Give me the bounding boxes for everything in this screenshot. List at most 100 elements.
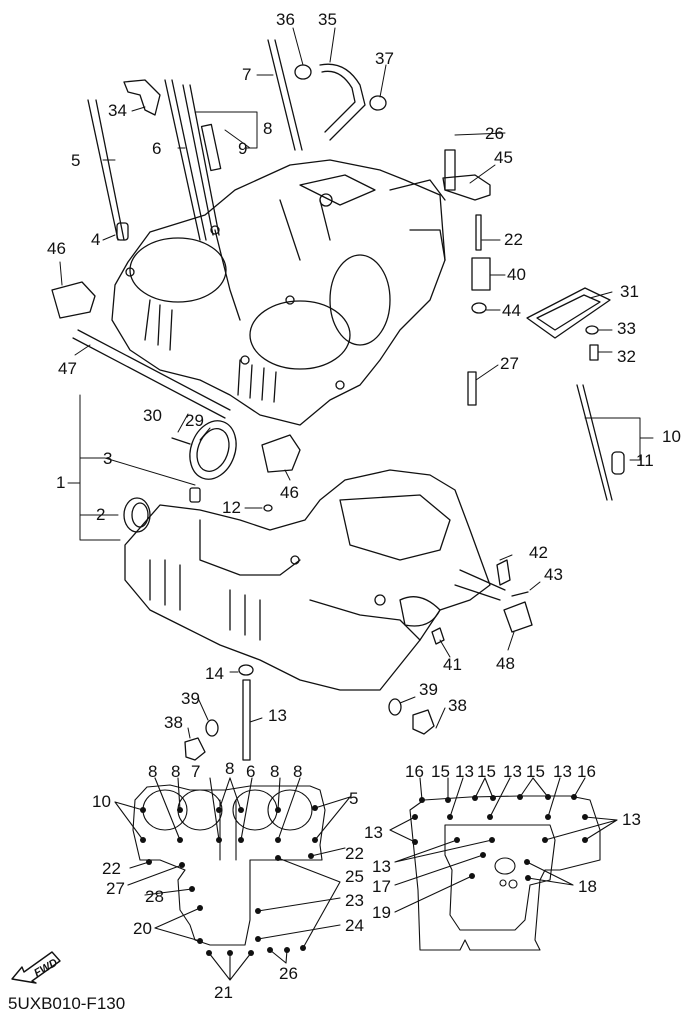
bracket-34 — [123, 79, 161, 116]
callout-41: 41 — [443, 655, 462, 674]
bolt-callout-16: 16 — [577, 762, 596, 781]
dowel-9 — [200, 123, 222, 172]
bolt-27 — [467, 371, 477, 406]
callout-3: 3 — [103, 449, 113, 468]
leader-lines — [59, 27, 654, 739]
bolt-callout-27: 27 — [106, 879, 125, 898]
collar-48 — [503, 601, 533, 633]
callout-46b: 46 — [280, 483, 299, 502]
callout-46: 46 — [47, 239, 66, 258]
callout-6: 6 — [152, 139, 162, 158]
upper-crankcase — [111, 159, 446, 426]
stud-10 — [576, 384, 613, 501]
clamp-37 — [369, 95, 387, 111]
callout-48: 48 — [496, 654, 515, 673]
plug-38a — [184, 737, 206, 761]
oil-seal-2 — [123, 497, 151, 533]
bolt-callout-25: 25 — [345, 867, 364, 886]
washer-33 — [585, 325, 599, 335]
bolt-callout-13: 13 — [553, 762, 572, 781]
callout-39b: 39 — [419, 680, 438, 699]
callout-14: 14 — [205, 664, 224, 683]
forward-arrow-icon: FWD — [11, 951, 61, 984]
callout-10: 10 — [662, 427, 681, 446]
bolt-callout-23: 23 — [345, 891, 364, 910]
bolt-callout-26: 26 — [279, 964, 298, 983]
bolt-callout-28: 28 — [145, 887, 164, 906]
bolt-callout-8: 8 — [148, 762, 158, 781]
hose-35 — [319, 63, 366, 141]
clip-41 — [431, 627, 445, 645]
bolt-callout-7: 7 — [191, 762, 201, 781]
plate-45 — [442, 174, 491, 201]
callout-31: 31 — [620, 282, 639, 301]
callout-38b: 38 — [448, 696, 467, 715]
dowel-4 — [116, 222, 129, 241]
callout-27: 27 — [500, 354, 519, 373]
callout-9: 9 — [238, 139, 248, 158]
callout-5: 5 — [71, 151, 81, 170]
bolt-callout-21: 21 — [214, 983, 233, 1002]
fwd-label: FWD — [32, 957, 60, 980]
part-46b — [261, 434, 301, 473]
bolt-22 — [475, 214, 482, 251]
bracket-42 — [496, 559, 511, 586]
screw-43 — [511, 591, 529, 597]
bolt-callout-24: 24 — [345, 916, 364, 935]
callout-7: 7 — [242, 65, 252, 84]
cover-29 — [189, 420, 237, 480]
stud-8 — [182, 84, 220, 236]
bolt-callout-22: 22 — [345, 844, 364, 863]
screw-32 — [589, 344, 599, 361]
bolt-callout-13: 13 — [364, 823, 383, 842]
stud-6 — [164, 79, 207, 241]
callout-8: 8 — [263, 119, 273, 138]
stud-5 — [87, 99, 125, 241]
callout-30: 30 — [143, 406, 162, 425]
bolt-callout-20: 20 — [133, 919, 152, 938]
callout-35: 35 — [318, 10, 337, 29]
holder-40 — [471, 257, 491, 291]
diagram-code: 5UXB010-F130 — [8, 994, 126, 1013]
bolt-callout-15: 15 — [431, 762, 450, 781]
parts — [51, 39, 625, 761]
callout-1: 1 — [56, 473, 66, 492]
bolt-26 — [444, 149, 456, 191]
callout-36: 36 — [276, 10, 295, 29]
o-ring-39a — [205, 719, 219, 737]
bolt-callout-15: 15 — [477, 762, 496, 781]
grommet-44 — [471, 302, 487, 314]
callout-40: 40 — [507, 265, 526, 284]
bolt-callout-8: 8 — [225, 759, 235, 778]
clamp-36 — [294, 64, 312, 80]
lower-crankcase — [124, 469, 506, 691]
callout-44: 44 — [502, 301, 521, 320]
callout-33: 33 — [617, 319, 636, 338]
o-ring-12 — [263, 504, 273, 512]
bolt-callout-22: 22 — [102, 859, 121, 878]
bolt-callout-8: 8 — [171, 762, 181, 781]
callout-38a: 38 — [164, 713, 183, 732]
bolt-callout-13: 13 — [372, 857, 391, 876]
callout-4: 4 — [91, 230, 101, 249]
bolt-callout-13: 13 — [622, 810, 641, 829]
bolt-callout-8: 8 — [293, 762, 303, 781]
callout-32: 32 — [617, 347, 636, 366]
lower-crankcase-bolt-pattern — [389, 777, 618, 951]
bolt-dots — [412, 794, 588, 881]
callout-11: 11 — [636, 451, 654, 470]
rod-47 — [72, 329, 231, 419]
callout-43: 43 — [544, 565, 563, 584]
stud-7 — [267, 39, 303, 151]
bolt-callout-8: 8 — [270, 762, 280, 781]
callout-34: 34 — [108, 101, 127, 120]
bolt-callout-13: 13 — [455, 762, 474, 781]
callout-45: 45 — [494, 148, 513, 167]
callout-42: 42 — [529, 543, 548, 562]
bolt-callout-6: 6 — [246, 762, 256, 781]
screw-30 — [171, 437, 191, 445]
plug-38b — [412, 709, 435, 735]
bolt-callout-15: 15 — [526, 762, 545, 781]
washer-14 — [238, 664, 254, 676]
